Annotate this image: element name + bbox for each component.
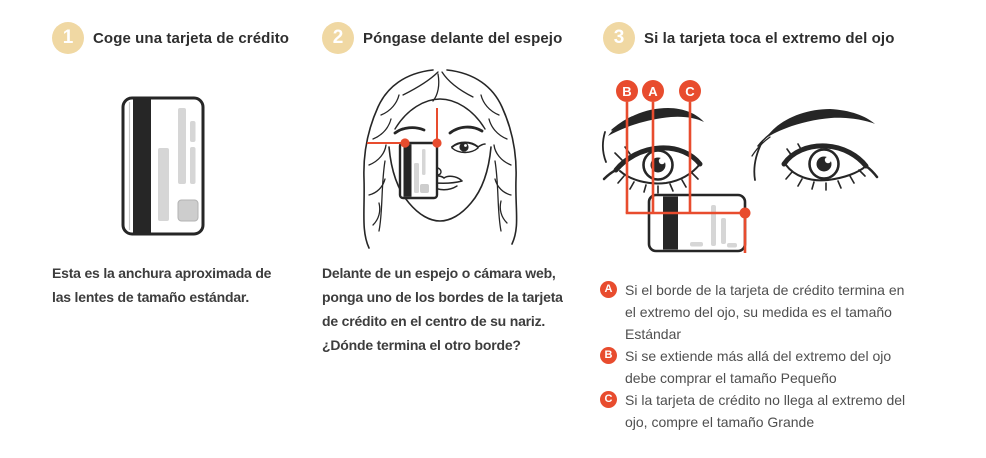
- left-eye-group: [601, 108, 704, 194]
- right-eye-upper: [451, 141, 479, 148]
- embossed-bar-1: [711, 205, 716, 246]
- left-pupil-glint: [658, 157, 666, 165]
- step-2-number-badge: 2: [322, 22, 354, 54]
- step-1-description-line-1: Esta es la anchura aproximada de: [52, 265, 272, 281]
- magnetic-stripe: [663, 196, 678, 250]
- step-1-header: 1 Coge una tarjeta de crédito: [52, 22, 289, 54]
- embossed-bar-1: [178, 108, 186, 184]
- step-1-title: Coge una tarjeta de crédito: [93, 29, 290, 47]
- right-pupil-glint: [824, 156, 832, 164]
- step-3-header: 3 Si la tarjeta toca el extremo del ojo: [603, 22, 894, 54]
- option-b-text: Si se extiende más allá del extremo del …: [625, 348, 892, 386]
- right-eye-upper-lid: [781, 143, 869, 169]
- right-eye-group: [751, 109, 879, 191]
- step-2-title: Póngase delante del espejo: [363, 29, 563, 47]
- measure-markers: B A C: [616, 80, 751, 253]
- card-left-edge-dot: [400, 138, 410, 148]
- marker-label-b: B: [622, 84, 631, 99]
- marker-circle-c: [679, 80, 701, 102]
- step-2-description: Delante de un espejo o cámara web, ponga…: [322, 261, 582, 357]
- step-2-description-line-1: Delante de un espejo o cámara web,: [322, 265, 556, 281]
- marker-label-a: A: [648, 84, 658, 99]
- face-with-card-illustration: [363, 69, 518, 249]
- right-eye-corner-flick: [864, 164, 879, 179]
- embossed-bar: [422, 149, 426, 175]
- step-1-description-line-2: las lentes de tamaño estándar.: [52, 289, 250, 305]
- right-eye-lower: [451, 147, 479, 154]
- size-options-list: A Si el borde de la tarjeta de crédito t…: [600, 279, 960, 433]
- option-b-badge: B: [600, 347, 617, 364]
- step-3-number-badge: 3: [603, 22, 635, 54]
- embossed-bar-2: [721, 218, 726, 244]
- signature-bar: [158, 148, 169, 221]
- option-row-a: A Si el borde de la tarjeta de crédito t…: [600, 279, 960, 345]
- right-eyebrow-stroke-2: [751, 136, 771, 157]
- signature-bar: [414, 163, 419, 193]
- option-row-c: C Si la tarjeta de crédito no llega al e…: [600, 389, 960, 433]
- option-row-b: B Si se extiende más allá del extremo de…: [600, 345, 960, 389]
- option-a-badge: A: [600, 281, 617, 298]
- right-eyebrow: [448, 125, 484, 135]
- hair: [363, 69, 518, 249]
- right-eye-iris: [459, 142, 469, 152]
- magnetic-stripe: [133, 98, 151, 234]
- step-2-description-line-3: de crédito en el centro de su nariz.: [322, 313, 546, 329]
- eyes-with-markers-illustration: B A C: [601, 80, 879, 253]
- chip: [420, 184, 429, 193]
- magnetic-stripe: [403, 144, 412, 197]
- alignment-guides: [367, 108, 442, 148]
- right-eye-lower-lid: [785, 164, 867, 182]
- chip: [177, 199, 199, 222]
- left-temple-stroke: [601, 131, 607, 163]
- small-bar-1: [690, 242, 703, 247]
- option-c-text: Si la tarjeta de crédito no llega al ext…: [625, 392, 906, 430]
- option-c-badge: C: [600, 391, 617, 408]
- left-eye-lashes: [614, 146, 699, 194]
- left-eye-upper-lid: [613, 145, 703, 173]
- marker-circle-b: [616, 80, 638, 102]
- right-eye-glint: [464, 144, 467, 147]
- marker-label-c: C: [685, 84, 695, 99]
- left-eye-lower-lid: [619, 163, 701, 185]
- card-under-eye: [647, 193, 747, 253]
- left-eyebrow: [393, 126, 426, 135]
- embossed-bar-3: [190, 147, 196, 184]
- right-eye-lashes: [785, 143, 866, 191]
- nostril: [437, 167, 442, 176]
- right-eye-lash: [477, 143, 486, 148]
- step-1-number-badge: 1: [52, 22, 84, 54]
- credit-card-illustration: [121, 96, 205, 236]
- option-a-text: Si el borde de la tarjeta de crédito ter…: [625, 282, 905, 342]
- step-2-description-line-4: ¿Dónde termina el otro borde?: [322, 337, 521, 353]
- step-3-title: Si la tarjeta toca el extremo del ojo: [644, 29, 895, 47]
- left-eyebrow-stroke: [611, 116, 633, 131]
- embossed-bar-2: [190, 121, 196, 142]
- marker-circle-a: [642, 80, 664, 102]
- nose-center-dot: [432, 138, 442, 148]
- left-eye-corner-flick: [602, 168, 618, 181]
- step-1-description: Esta es la anchura aproximada de las len…: [52, 261, 304, 309]
- small-bar-2: [727, 243, 737, 248]
- step-2-header: 2 Póngase delante del espejo: [322, 22, 562, 54]
- step-2-description-line-2: ponga uno de los bordes de la tarjeta: [322, 289, 563, 305]
- card-corner-dot: [739, 207, 751, 219]
- left-eyebrow: [608, 108, 704, 136]
- card-on-face: [398, 141, 439, 200]
- right-eyebrow: [766, 109, 875, 138]
